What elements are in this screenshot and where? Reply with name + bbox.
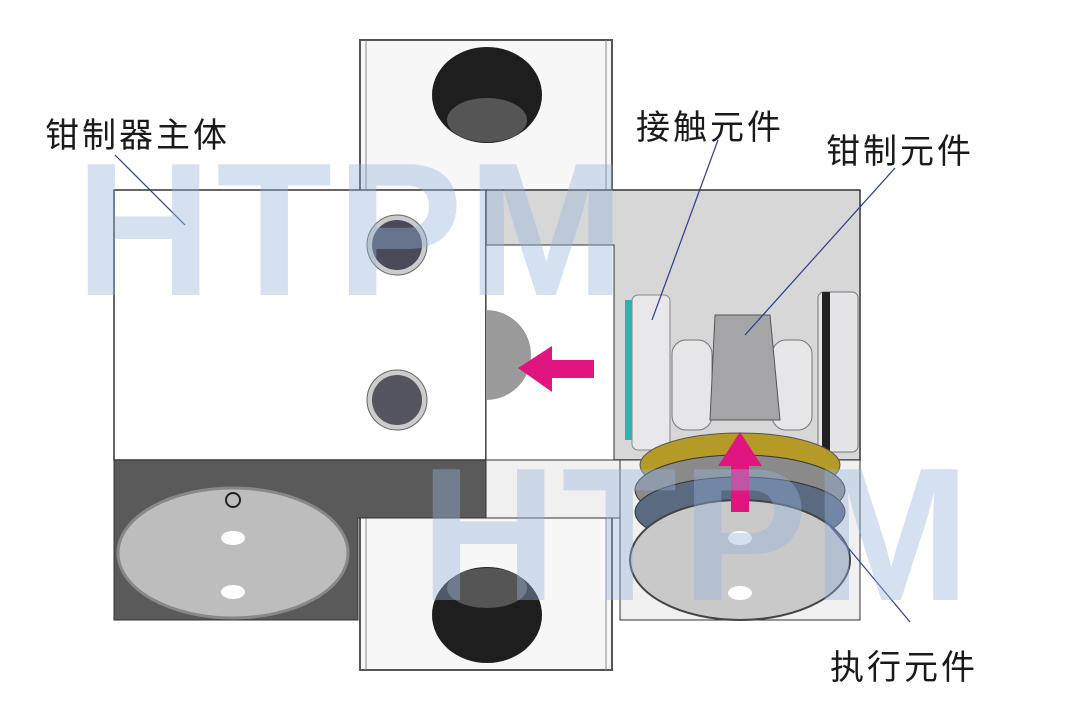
leader-line-actuator-element: [824, 519, 911, 623]
label-clamp-body: 钳制器主体: [45, 116, 230, 156]
force-arrow-left: [518, 346, 594, 392]
label-actuator-element: 执行元件: [830, 648, 978, 688]
leader-line-clamp-element: [744, 167, 896, 336]
watermark-top: HTPM: [75, 124, 630, 336]
leader-line-contact-element: [651, 139, 719, 321]
label-contact-element: 接触元件: [636, 108, 784, 148]
force-arrow-up: [718, 432, 762, 512]
leader-line-clamp-body: [114, 154, 186, 226]
clamp-body: [113, 189, 487, 621]
label-clamp-element: 钳制元件: [826, 132, 974, 172]
right-housing: [485, 189, 861, 621]
watermark-bottom: HTPM: [420, 429, 975, 641]
